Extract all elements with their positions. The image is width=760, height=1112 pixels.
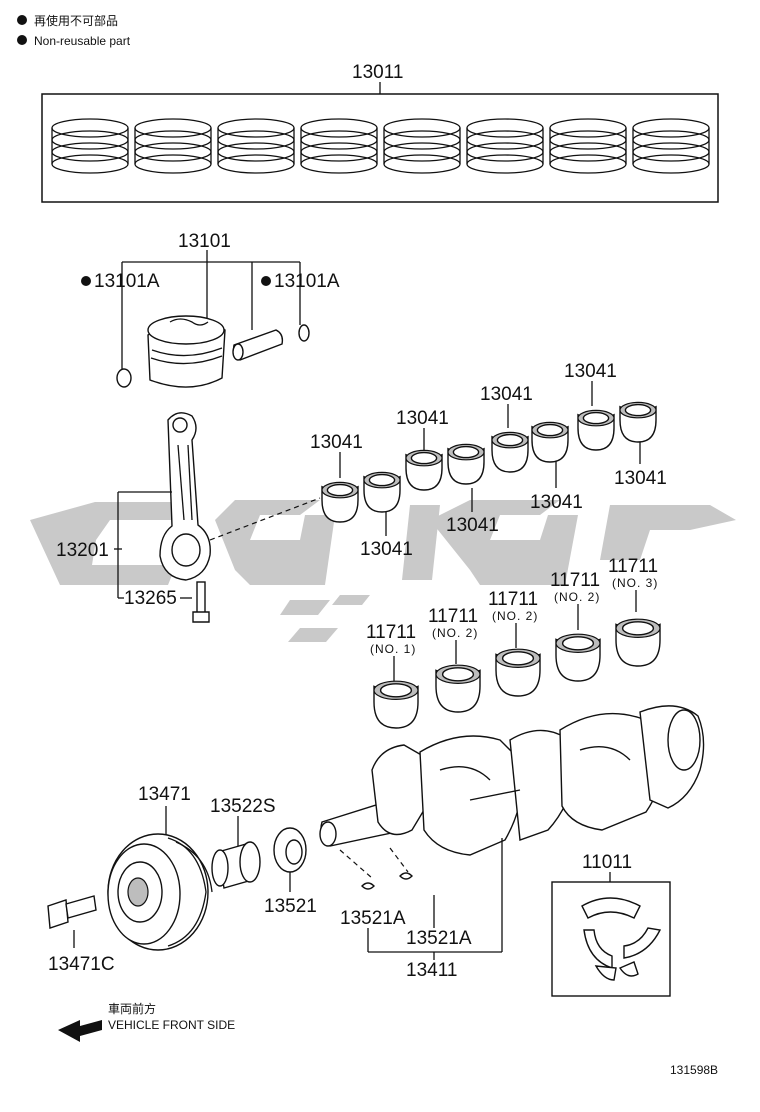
label-13411: 13411: [406, 960, 457, 981]
label-13101: 13101: [178, 231, 231, 252]
piston-ring: [383, 118, 461, 174]
label-13522S: 13522S: [210, 796, 276, 817]
crankshaft: 13411 13521A 13521A: [319, 705, 705, 981]
label-13521: 13521: [264, 896, 317, 917]
conrod-bearing-shell: [405, 449, 443, 491]
conrod-bearing-shell: [321, 481, 359, 523]
label-11711-no1: 11711: [366, 622, 416, 643]
label-13041-a: 13041: [310, 432, 363, 453]
label-13101A-left: 13101A: [94, 271, 160, 292]
label-no2a: (NO. 2): [432, 626, 478, 640]
label-13265: 13265: [124, 588, 177, 609]
label-13041-e: 13041: [614, 468, 667, 489]
label-13471: 13471: [138, 784, 191, 805]
conrod-bearing-shell: [577, 409, 615, 451]
conrod-bearing-shell: [363, 471, 401, 513]
piston-ring: [632, 118, 710, 174]
piston-group: 13101 13101A 13101A: [81, 231, 340, 388]
piston-ring: [549, 118, 627, 174]
piston-ring-set: 13011: [41, 62, 719, 203]
label-13041-b: 13041: [396, 408, 449, 429]
label-13471C: 13471C: [48, 954, 115, 975]
label-11011: 11011: [582, 852, 632, 873]
legend: 再使用不可部品 Non-reusable part: [17, 13, 131, 48]
figure-code: 131598B: [670, 1063, 718, 1077]
label-no2c: (NO. 2): [554, 590, 600, 604]
label-11711-no3: 11711: [608, 556, 658, 577]
thrust-washer-set: 11011: [551, 852, 671, 997]
bullet-icon: [81, 276, 91, 286]
label-11711-no2c: 11711: [550, 570, 600, 591]
piston-ring: [51, 118, 129, 174]
label-13041-d: 13041: [564, 361, 617, 382]
label-no2b: (NO. 2): [492, 609, 538, 623]
label-11711-no2b: 11711: [488, 589, 538, 610]
label-13011: 13011: [352, 62, 403, 83]
label-13041-f: 13041: [530, 492, 583, 513]
bullet-icon: [261, 276, 271, 286]
direction-en: VEHICLE FRONT SIDE: [108, 1018, 235, 1032]
connecting-rod: 13201 13265: [56, 412, 321, 623]
bullet-icon: [17, 15, 27, 25]
label-13521A-a: 13521A: [340, 908, 406, 929]
label-13041-g: 13041: [446, 515, 499, 536]
main-bearing-shell: [435, 664, 481, 713]
piston-ring: [466, 118, 544, 174]
watermark-logo: [30, 500, 736, 642]
crank-pulley: 13471 13471C: [47, 784, 213, 975]
direction-ja: 車両前方: [108, 1001, 156, 1016]
vehicle-front-indicator: 車両前方 VEHICLE FRONT SIDE: [58, 1001, 235, 1042]
conrod-bearings: 13041 13041 13041 13041 13041 13041 1304…: [310, 361, 667, 560]
label-13201: 13201: [56, 540, 109, 561]
main-bearings: 11711 (NO. 1) 11711 (NO. 2) 11711 (NO. 2…: [366, 556, 661, 729]
label-13521A-b: 13521A: [406, 928, 472, 949]
main-bearing-shell: [373, 680, 419, 729]
arrow-left-icon: [58, 1020, 102, 1042]
bullet-icon: [17, 35, 27, 45]
label-no3: (NO. 3): [612, 576, 658, 590]
label-11711-no2a: 11711: [428, 606, 478, 627]
main-bearing-shell: [615, 618, 661, 667]
label-13041-c: 13041: [480, 384, 533, 405]
label-no1: (NO. 1): [370, 642, 416, 656]
main-bearing-shell: [495, 648, 541, 697]
main-bearing-shell: [555, 633, 601, 682]
label-13041-h: 13041: [360, 539, 413, 560]
legend-ja: 再使用不可部品: [34, 13, 118, 28]
piston-ring: [217, 118, 295, 174]
label-13101A-right: 13101A: [274, 271, 340, 292]
crank-sprockets: 13522S 13521: [210, 796, 317, 917]
conrod-bearing-shell: [447, 443, 485, 485]
conrod-bearing-shell: [531, 421, 569, 463]
conrod-bearing-shell: [619, 401, 657, 443]
legend-en: Non-reusable part: [34, 34, 131, 48]
piston-ring: [134, 118, 212, 174]
conrod-bearing-shell: [491, 431, 529, 473]
piston-ring: [300, 118, 378, 174]
